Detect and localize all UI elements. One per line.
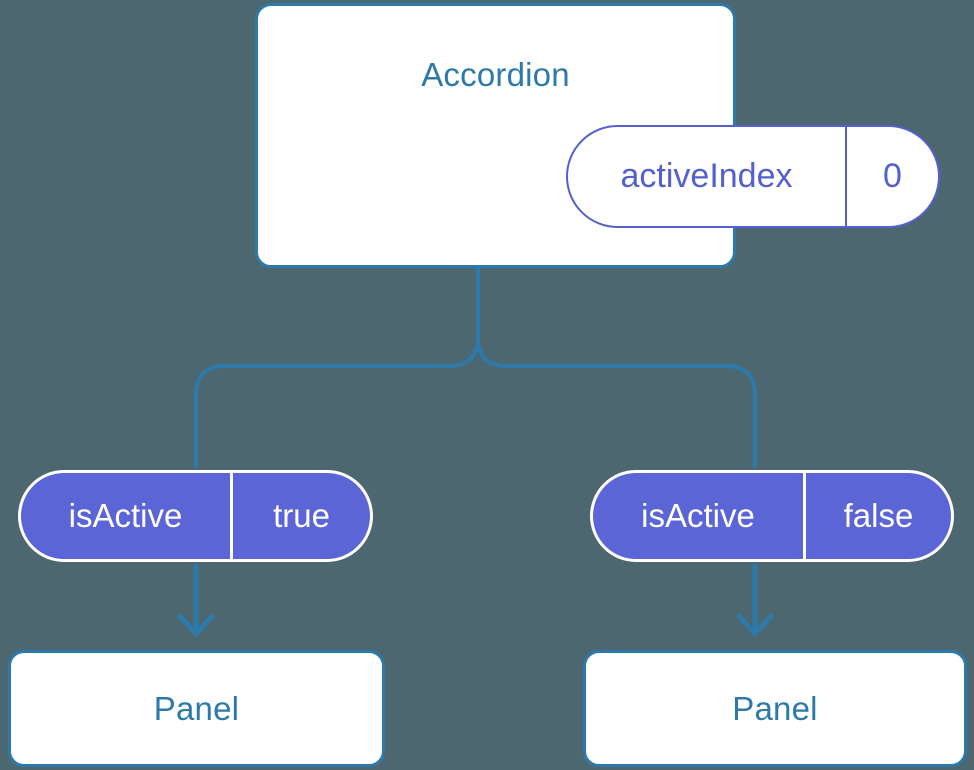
prop-pill-is-active-true[interactable]: isActive true xyxy=(18,470,373,562)
panel-component-card-left[interactable]: Panel xyxy=(8,650,385,767)
prop-pill-is-active-false[interactable]: isActive false xyxy=(590,470,954,562)
panel-card-title: Panel xyxy=(732,690,818,727)
state-pill-key: activeIndex xyxy=(568,127,847,226)
panel-component-card-right[interactable]: Panel xyxy=(583,650,967,767)
connector-root-to-right-prop xyxy=(476,265,757,468)
prop-pill-value: false xyxy=(843,497,914,534)
state-pill-active-index[interactable]: activeIndex 0 xyxy=(566,125,940,228)
prop-pill-value: true xyxy=(273,497,330,534)
state-pill-value: 0 xyxy=(883,157,902,195)
prop-pill-key: isActive xyxy=(21,473,233,559)
arrow-left-head-icon xyxy=(177,613,215,637)
arrow-right-head-icon xyxy=(736,613,774,637)
connector-root-to-left-prop xyxy=(194,265,480,468)
panel-card-title: Panel xyxy=(153,690,240,727)
accordion-component-card[interactable]: Accordion activeIndex 0 xyxy=(255,3,940,268)
accordion-card-title: Accordion xyxy=(421,56,570,93)
prop-pill-key: isActive xyxy=(593,473,806,559)
